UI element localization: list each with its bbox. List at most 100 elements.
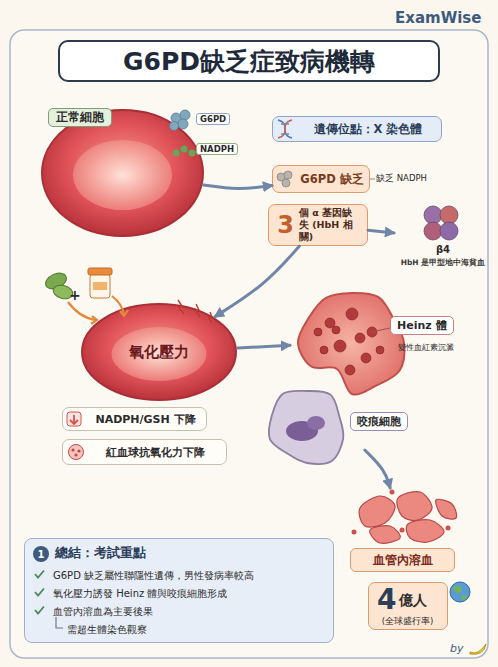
- globe: [450, 582, 470, 602]
- trigger-arrow: [68, 302, 96, 320]
- flow-arrow: [365, 450, 390, 488]
- globin-chain: [440, 222, 458, 240]
- text-label: NADPH: [196, 143, 238, 155]
- node-text: G6PD 缺乏屬性聯隱性遺傳，男性發病率較高: [53, 569, 254, 583]
- enzyme-lobe: [180, 110, 190, 120]
- heinz-body: [355, 333, 365, 343]
- deficiency-box: G6PD 缺乏: [272, 165, 370, 193]
- heinz-body: [367, 327, 377, 337]
- missing-enzyme-icon: [277, 171, 292, 187]
- flow-arrow: [238, 345, 290, 348]
- node-outline: [290, 288, 480, 393]
- spark: [209, 312, 212, 323]
- node-heading: Heinz 體: [390, 316, 454, 335]
- cell-fragment: [370, 526, 401, 544]
- heinz-body: [320, 346, 328, 354]
- decline-icon: [67, 412, 81, 426]
- decline-box: 紅血球抗氧化力下降: [62, 439, 227, 465]
- node-heading: 1: [33, 546, 49, 562]
- heinz-body: [361, 353, 371, 363]
- enzyme-lobe: [178, 119, 188, 129]
- node-text: 氧化壓力誘發 Heinz 體與咬痕細胞形成: [53, 587, 227, 601]
- node-outline: [40, 108, 205, 238]
- heinz-body: [376, 346, 384, 354]
- beans-icon: [43, 270, 74, 301]
- node-text: 需超生體染色觀察: [67, 623, 147, 637]
- trigger-head: [91, 316, 97, 324]
- macrophage: 咬痕細胞: [262, 395, 412, 450]
- text-label: +: [69, 287, 81, 303]
- hemoglobin-drop: [446, 526, 451, 531]
- heinz-body: [332, 326, 340, 334]
- page-frame: [10, 30, 488, 658]
- leader-line: [370, 179, 375, 180]
- stress-sparks: [178, 300, 212, 323]
- stressed-cell: 氧化壓力: [80, 302, 238, 402]
- bean: [52, 283, 75, 301]
- globin-chain: [440, 206, 458, 224]
- enzyme-lobe: [171, 113, 181, 123]
- cell-icon: [69, 445, 84, 460]
- heinz-body: [325, 318, 335, 328]
- trigger-arrows: [68, 296, 128, 324]
- red-cell: 正常細胞: [40, 108, 205, 238]
- node-text: HbH 是甲型地中海貧血: [394, 258, 492, 268]
- globin-chain: [424, 222, 442, 240]
- node-text: 億人: [399, 592, 427, 610]
- cell-membrane: [82, 304, 236, 400]
- bottle-tag: [93, 282, 107, 290]
- hemoglobin-drop: [390, 490, 395, 495]
- flow-arrow: [215, 246, 300, 317]
- node-text: (全球盛行率): [369, 616, 446, 628]
- drug-bottle-icon: [88, 268, 112, 298]
- dna-strand: [278, 120, 292, 138]
- cell-center: [112, 327, 207, 381]
- decline-box: NADPH/GSH 下降: [62, 407, 207, 431]
- trigger-head: [120, 310, 128, 316]
- node-heading: β4: [394, 244, 492, 255]
- node-heading: 紅血球抗氧化力下降: [106, 445, 205, 460]
- cell-fragment: [397, 492, 432, 521]
- down-arrow: [70, 415, 78, 424]
- flow-arrow: [368, 230, 394, 233]
- heinz-cell: Heinz 體變性血紅素沉澱: [290, 288, 480, 393]
- node-heading: NADPH/GSH 下降: [95, 412, 195, 427]
- title-box: G6PD缺乏症致病機轉: [58, 40, 440, 82]
- hemoglobin-icon: [424, 206, 458, 240]
- summary-box: 1總結：考試重點G6PD 缺乏屬性聯隱性遺傳，男性發病率較高氧化壓力誘發 Hei…: [24, 538, 334, 643]
- node-heading: 4: [377, 585, 396, 616]
- heinz-body: [334, 340, 346, 352]
- node-heading: G6PD 缺乏: [300, 172, 363, 187]
- node-text: 變性血紅素沉澱: [398, 342, 454, 353]
- continent: [453, 586, 467, 600]
- locus-box: 遺傳位點：X 染色體: [272, 116, 442, 142]
- nadph-dot: [189, 150, 196, 157]
- check-mark: [35, 607, 44, 614]
- node-heading: 氧化壓力: [129, 343, 189, 362]
- title-text: G6PD缺乏症致病機轉: [123, 45, 375, 78]
- dna-strand: [278, 120, 292, 138]
- cell-center: [73, 140, 172, 210]
- bottle-cap: [88, 268, 112, 275]
- globe-icon: [450, 582, 470, 602]
- cell-dot: [74, 453, 77, 456]
- cell-dot: [77, 449, 80, 452]
- damaged-cell: [298, 293, 404, 395]
- node-heading: 正常細胞: [48, 108, 112, 127]
- icon-frame: [67, 412, 81, 426]
- prevalence-box: 4億人 (全球盛行率): [368, 582, 448, 630]
- nadph-icon: [173, 146, 196, 157]
- bean: [43, 270, 69, 292]
- cell-dot: [71, 448, 74, 451]
- hemoglobin-drop: [400, 528, 405, 533]
- node-heading: 血管內溶血: [350, 548, 455, 572]
- antioxidant-icon: [69, 445, 84, 460]
- cell-fragment: [436, 499, 457, 519]
- text-label: ExamWise: [395, 9, 481, 27]
- hemoglobin-figure: β4HbH 是甲型地中海貧血: [394, 200, 492, 276]
- check-mark: [35, 589, 44, 596]
- node-text: 個 α 基因缺失 (HbH 相關): [299, 207, 359, 243]
- enzyme-lobe: [282, 179, 290, 187]
- node-text: 血管內溶血為主要後果: [53, 605, 153, 619]
- check-mark: [35, 571, 44, 578]
